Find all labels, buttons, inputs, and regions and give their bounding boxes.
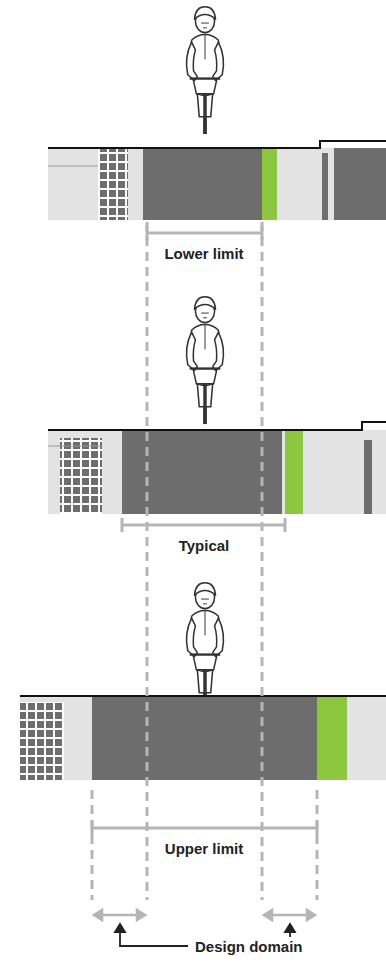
dimension-label: Lower limit bbox=[161, 245, 246, 263]
dimension-label: Upper limit bbox=[162, 840, 246, 858]
callout-label: Design domain bbox=[192, 938, 306, 956]
dimension-label: Typical bbox=[176, 537, 233, 555]
